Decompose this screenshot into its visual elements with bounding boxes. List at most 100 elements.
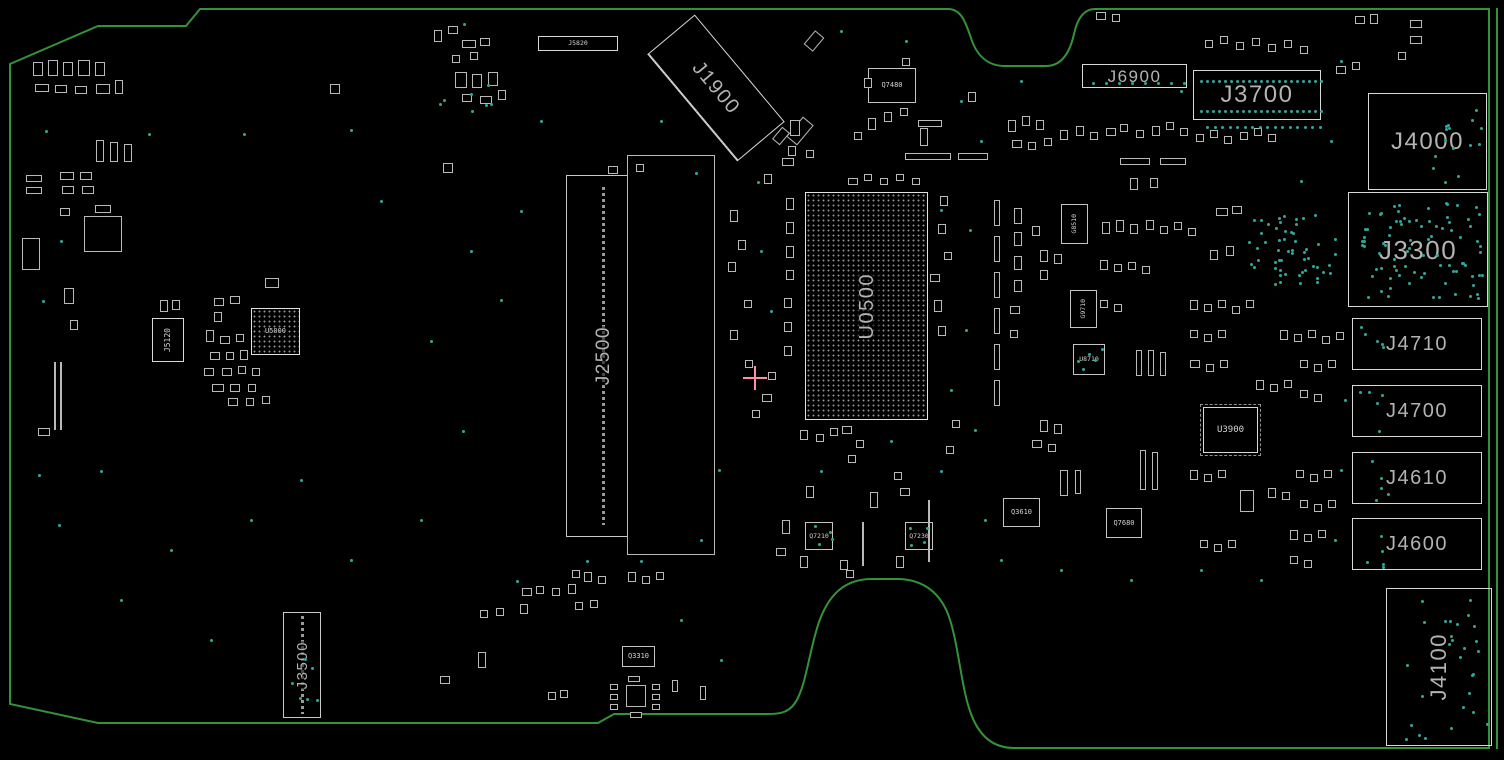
via-dot [1314, 110, 1317, 113]
via-dot [1408, 220, 1412, 224]
via-dot [120, 599, 123, 602]
via-dot [1060, 569, 1063, 572]
via-dot [1263, 241, 1267, 245]
via-dot [1315, 281, 1319, 285]
via-dot [443, 99, 446, 102]
passive-part [1060, 130, 1068, 140]
passive-part [84, 216, 122, 252]
designator-label: J5120 [162, 327, 174, 353]
via-dot [299, 696, 303, 700]
passive-part [1116, 220, 1124, 232]
passive-part [880, 178, 888, 185]
passive-part [452, 55, 460, 63]
passive-part [862, 522, 864, 566]
passive-part [1410, 20, 1422, 28]
designator-label: U3900 [1214, 424, 1247, 435]
via-dot [1426, 206, 1430, 210]
via-dot [1330, 140, 1333, 143]
via-dot [439, 103, 443, 107]
component-q7230: Q7230 [905, 522, 933, 550]
passive-part [1190, 360, 1200, 368]
passive-part [1300, 500, 1308, 508]
via-dot [1479, 244, 1483, 248]
via-dot [470, 93, 474, 96]
fiducial-cross [754, 366, 756, 390]
passive-part [1120, 124, 1128, 132]
passive-part [1352, 62, 1360, 70]
via-dot [1479, 251, 1483, 255]
component-j4600: J4600 [1352, 518, 1482, 570]
via-dot [908, 526, 912, 530]
passive-part [1136, 130, 1144, 138]
passive-part [946, 446, 954, 454]
via-dot [516, 580, 519, 583]
component-j5820: J5820 [538, 36, 618, 51]
via-dot [1469, 599, 1473, 603]
passive-part [896, 556, 904, 568]
via-dot [1455, 204, 1459, 208]
passive-part [1322, 336, 1330, 344]
via-dot [1308, 110, 1311, 113]
designator-label: Q7230 [907, 531, 931, 540]
passive-part [204, 368, 214, 376]
passive-part [642, 576, 650, 584]
passive-part [1220, 36, 1228, 44]
via-dot [1475, 240, 1479, 244]
via-dot [1467, 613, 1471, 617]
via-dot [1366, 296, 1370, 300]
passive-part [728, 262, 736, 272]
passive-part [656, 572, 664, 580]
component-u8710: U8710 [1073, 344, 1105, 375]
via-dot [1254, 80, 1257, 83]
passive-part [896, 174, 904, 181]
via-dot [1457, 175, 1461, 179]
passive-part [572, 570, 580, 578]
passive-part [784, 322, 792, 332]
via-dot [960, 100, 963, 103]
via-dot [1020, 80, 1023, 83]
passive-part [918, 120, 942, 127]
via-dot [1290, 249, 1294, 252]
via-dot [1284, 110, 1287, 113]
board-edge-line [1496, 8, 1498, 749]
passive-part [1012, 140, 1022, 148]
via-dot [1381, 550, 1385, 554]
passive-part [848, 178, 858, 185]
passive-part [96, 140, 104, 162]
via-dot [1340, 469, 1343, 472]
via-dot [1366, 561, 1370, 565]
component-q3310: Q3310 [622, 646, 655, 667]
via-dot [680, 619, 683, 622]
via-dot [1475, 108, 1479, 112]
via-dot [310, 666, 314, 670]
via-dot [1379, 476, 1383, 480]
via-dot [1463, 264, 1467, 268]
passive-part [994, 344, 1000, 370]
passive-part [1284, 380, 1292, 388]
passive-part [1060, 470, 1068, 496]
via-dot [1243, 126, 1247, 129]
via-dot [1423, 620, 1426, 624]
via-dot [1273, 266, 1277, 270]
passive-part [790, 120, 800, 136]
via-dot [1446, 203, 1450, 207]
via-dot [1477, 143, 1481, 147]
via-dot [1454, 269, 1458, 273]
via-dot [1180, 90, 1183, 93]
passive-part [912, 178, 920, 185]
via-dot [820, 470, 823, 473]
via-dot [1092, 82, 1095, 85]
via-dot [1398, 219, 1402, 223]
via-dot [1260, 219, 1264, 223]
designator-label: G8510 [1069, 214, 1080, 234]
passive-part [803, 30, 825, 52]
passive-part [172, 300, 180, 310]
passive-part [236, 334, 244, 342]
via-dot [1306, 257, 1310, 261]
via-dot [350, 129, 353, 132]
via-dot [1468, 143, 1472, 147]
component-q3610: Q3610 [1003, 498, 1040, 527]
via-dot [1366, 227, 1370, 231]
via-dot [1408, 239, 1412, 243]
passive-part [784, 298, 792, 308]
